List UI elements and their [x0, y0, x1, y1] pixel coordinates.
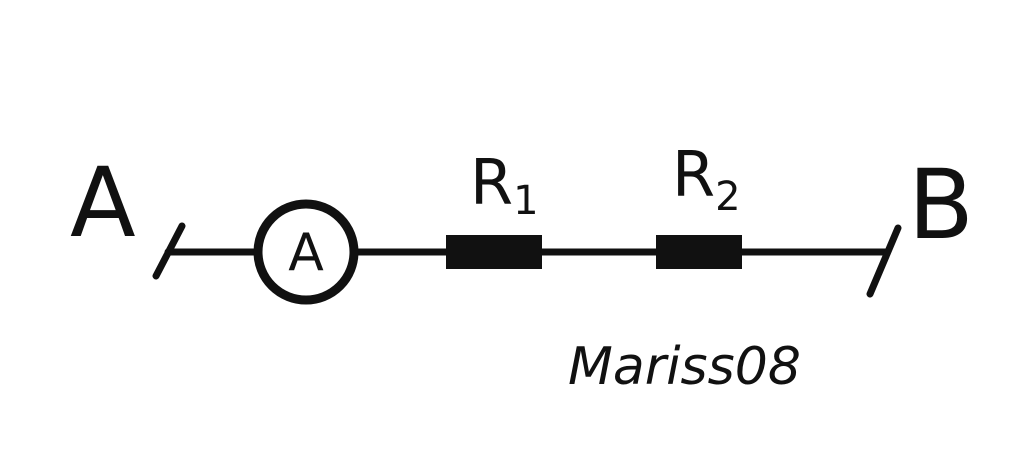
- resistor-r2-subscript: 2: [715, 174, 740, 220]
- ammeter-circle: [253, 199, 359, 305]
- terminal-a-tick: [152, 222, 186, 280]
- resistor-r2: [656, 235, 742, 269]
- resistor-r1-letter: R: [470, 146, 513, 219]
- resistor-r1-label: R1: [470, 146, 539, 224]
- resistor-r1: [446, 235, 542, 269]
- terminal-b-label: B: [908, 149, 974, 261]
- resistor-r2-letter: R: [672, 138, 715, 211]
- resistor-r2-label: R2: [672, 138, 741, 220]
- resistor-r1-subscript: 1: [513, 178, 538, 224]
- terminal-a-label: A: [70, 147, 136, 259]
- watermark-text: Mariss08: [568, 337, 801, 397]
- terminal-b-tick: [866, 224, 902, 298]
- ammeter-symbol: A: [288, 223, 324, 283]
